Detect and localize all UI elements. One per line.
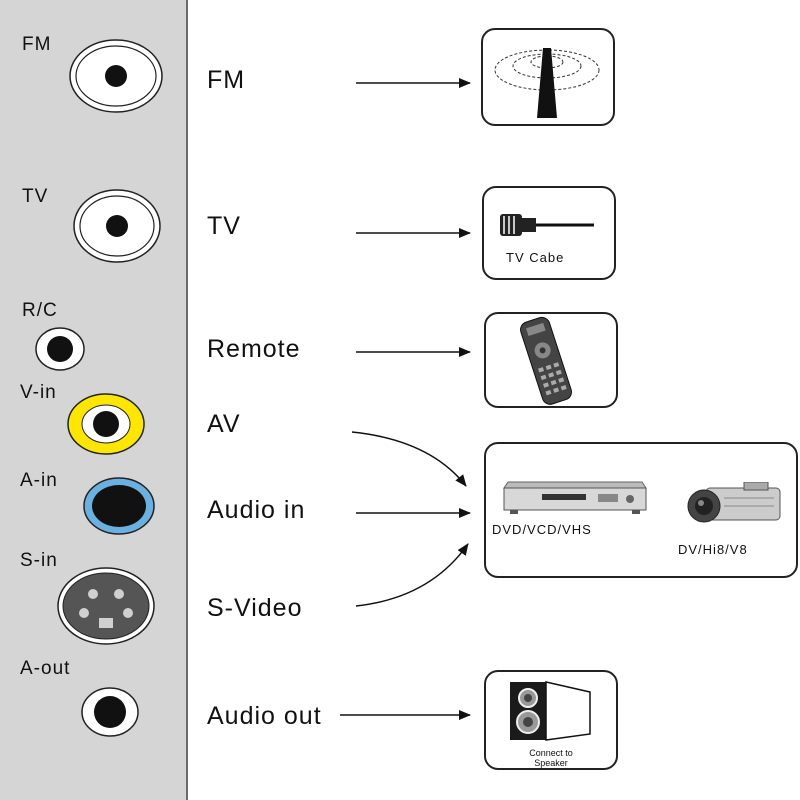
tv-coax-port[interactable]: [72, 188, 162, 264]
video-in-rca-port[interactable]: [66, 392, 146, 456]
connection-label-remote: Remote: [207, 335, 301, 363]
speaker-box: Connect to Speaker: [484, 670, 618, 770]
port-label-ain: A-in: [20, 470, 58, 491]
svideo-in-port[interactable]: [56, 566, 156, 646]
tv-cable-connector-icon: [500, 214, 594, 236]
remote-control-icon: [520, 316, 572, 405]
video-source-box: DVD/VCD/VHS DV/Hi8/V8: [484, 442, 798, 578]
arrow-av: [351, 431, 467, 487]
tv-cable-box: TV Cabe: [482, 186, 616, 280]
port-label-fm: FM: [22, 34, 52, 55]
dvd-vcd-vhs-caption: DVD/VCD/VHS: [492, 522, 592, 537]
port-label-tv: TV: [22, 186, 49, 207]
audio-in-port[interactable]: [82, 476, 156, 536]
connection-label-av: AV: [207, 410, 241, 438]
dv-hi8-v8-caption: DV/Hi8/V8: [678, 542, 748, 557]
camcorder-icon: [687, 482, 781, 523]
connection-label-audio-out: Audio out: [207, 702, 322, 730]
tv-cable-caption: TV Cabe: [506, 250, 565, 265]
connector-panel: FM TV R/C V-in A-in S-in A-o: [0, 0, 188, 800]
port-label-aout: A-out: [20, 658, 71, 679]
arrow-svideo: [355, 543, 469, 607]
speaker-caption-line2: Speaker: [534, 758, 568, 768]
remote-jack-port[interactable]: [34, 326, 86, 372]
port-label-vin: V-in: [20, 382, 57, 403]
fm-antenna-box: [481, 28, 615, 126]
speaker-caption-line1: Connect to: [529, 748, 573, 758]
connection-label-tv: TV: [207, 212, 241, 240]
audio-out-port[interactable]: [80, 686, 140, 738]
speaker-icon: [510, 681, 591, 741]
connection-label-svideo: S-Video: [207, 594, 303, 622]
fm-antenna-icon: [494, 48, 600, 118]
port-label-sin: S-in: [20, 550, 58, 571]
dvd-player-icon: [503, 481, 647, 514]
speaker-caption: Connect to Speaker: [486, 748, 616, 768]
fm-coax-port[interactable]: [68, 38, 164, 114]
connection-label-fm: FM: [207, 66, 246, 94]
remote-box: [484, 312, 618, 408]
connection-label-audio-in: Audio in: [207, 496, 306, 524]
port-label-rc: R/C: [22, 300, 58, 321]
